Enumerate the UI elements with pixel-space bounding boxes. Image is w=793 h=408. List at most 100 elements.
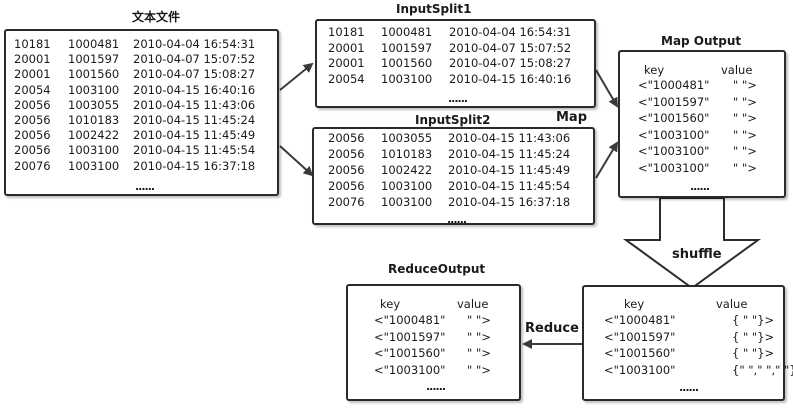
reduce-output-key: <"1003100" [374,362,446,377]
map-output-box: key value <"1000481" " "> <"1001597" " "> <"… [618,50,786,198]
text-file-cell: 20056 [14,128,51,143]
text-file-cell: 20056 [14,143,51,158]
reduce-input-value: { " "}> [732,329,775,344]
text-file-cell: 20056 [14,113,51,127]
reduce-output-key-header: key [380,297,401,311]
reduce-input-value: { " "}> [732,313,775,327]
text-file-box: 10181 1000481 2010-04-04 16:54:31 20001 1001… [4,29,279,196]
split2-cell: 20056 [328,147,365,161]
split1-cell: 10181 [328,25,365,39]
reduce-input-key: <"1001560" [604,346,676,360]
text-file-cell: 1003100 [68,82,120,97]
split2-cell: 2010-04-15 11:45:54 [448,179,571,193]
arrow-split1-to-map [595,69,619,108]
split1-cell: 20001 [328,40,365,55]
text-file-title: 文本文件 [132,10,181,24]
reduce-output-ellipsis: ...... [426,380,446,393]
reduce-output-key: <"1000481" [374,313,446,327]
text-file-cell: 2010-04-15 11:45:54 [133,143,256,158]
split1-cell: 2010-04-07 15:08:27 [449,56,572,70]
map-output-key: <"1003100" [638,144,710,158]
shuffle-arrow [622,197,762,290]
map-output-value: " "> [733,144,757,158]
split2-cell: 1010183 [381,147,433,161]
text-file-cell: 1010183 [68,113,120,127]
split2-cell: 1003100 [381,179,433,193]
text-file-cell: 20056 [14,97,51,112]
text-file-cell: 2010-04-15 16:37:18 [133,158,256,173]
map-output-value: " "> [733,111,757,125]
reduce-output-box: key value <"1000481" " "> <"1001597" " "> <"… [346,284,521,401]
map-output-key: <"1000481" [638,78,710,92]
split1-cell: 1003100 [381,71,433,86]
reduce-output-value: " "> [467,313,491,327]
map-label: Map [556,110,588,125]
split2-cell: 20056 [328,163,365,177]
text-file-cell: 2010-04-04 16:54:31 [133,37,256,51]
split2-cell: 2010-04-15 16:37:18 [448,195,571,209]
reduce-input-value: { " "}> [732,346,775,360]
text-file-cell: 1003055 [68,97,120,112]
text-file-cell: 2010-04-15 11:45:24 [133,113,256,127]
map-output-value: " "> [733,94,757,109]
split2-title: InputSplit2 [415,113,491,127]
map-value-header: value [721,63,753,77]
text-file-cell: 20054 [14,82,51,97]
text-file-cell: 10181 [14,37,51,51]
split1-cell: 2010-04-15 16:40:16 [449,71,572,86]
reduce-input-value-header: value [716,297,748,311]
split1-cell: 2010-04-07 15:07:52 [449,40,572,55]
split2-ellipsis: ...... [447,213,467,226]
reduce-input-box: key value <"1000481" { " "}> <"1001597" { "… [582,285,793,401]
text-file-cell: 1001560 [68,67,120,82]
split2-cell: 1003055 [381,131,433,145]
reduce-input-key: <"1000481" [604,313,676,327]
reduce-output-key: <"1001560" [374,346,446,360]
text-file-cell: 2010-04-15 11:45:49 [133,128,256,143]
text-file-cell: 2010-04-07 15:08:27 [133,67,256,82]
map-output-key: <"1001597" [638,94,710,109]
split1-title: InputSplit1 [396,2,472,16]
split2-cell: 20076 [328,195,365,209]
split1-ellipsis: ...... [448,92,468,105]
map-output-title: Map Output [661,34,742,48]
map-key-header: key [644,63,665,77]
text-file-cell: 1001597 [68,52,120,67]
map-output-value: " "> [733,160,757,175]
reduce-label: Reduce [525,321,579,336]
arrow-split2-to-map [595,141,619,179]
split2-cell: 2010-04-15 11:45:24 [448,147,571,161]
reduce-input-value: {" "," "," "}> [732,362,793,377]
text-file-cell: 2010-04-15 16:40:16 [133,82,256,97]
text-file-cell: 20076 [14,158,51,173]
map-output-ellipsis: ...... [690,180,710,193]
reduce-output-key: <"1001597" [374,329,446,344]
split2-cell: 1003100 [381,195,433,209]
map-output-key: <"1001560" [638,111,710,125]
text-file-cell: 1003100 [68,158,120,173]
reduce-output-value-header: value [457,297,489,311]
reduce-output-value: " "> [467,362,491,377]
split2-cell: 1002422 [381,163,433,177]
split1-cell: 20001 [328,56,365,70]
map-output-key: <"1003100" [638,127,710,142]
reduce-output-value: " "> [467,329,491,344]
text-file-ellipsis: ...... [135,180,155,193]
split1-cell: 2010-04-04 16:54:31 [449,25,572,39]
arrow-to-split1 [279,62,314,91]
map-output-value: " "> [733,78,757,92]
arrow-to-split2 [279,145,314,177]
split2-cell: 20056 [328,131,365,145]
map-output-value: " "> [733,127,757,142]
map-output-key: <"1003100" [638,160,710,175]
reduce-input-key-header: key [624,297,645,311]
shuffle-label: shuffle [672,247,722,262]
text-file-cell: 20001 [14,52,51,67]
reduce-input-ellipsis: ...... [679,381,699,394]
text-file-cell: 1000481 [68,37,120,51]
reduce-input-key: <"1003100" [604,362,676,377]
reduce-input-key: <"1001597" [604,329,676,344]
